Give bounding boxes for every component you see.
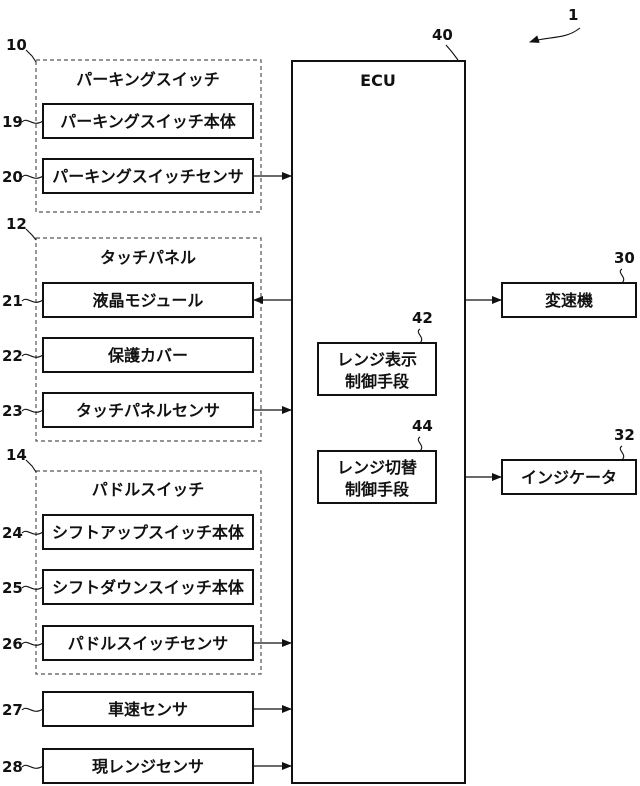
group-touch-ref: 12 [6, 215, 27, 233]
block-transmission [501, 282, 637, 318]
ref-42: 42 [412, 309, 433, 327]
block-range-display-control-line1: レンジ表示 [337, 350, 417, 369]
group-parking-leader [25, 49, 37, 63]
block-transmission-label: 変速機 [545, 291, 593, 310]
ref-22: 22 [2, 347, 23, 365]
block-parking-switch-sensor-label: パーキングスイッチセンサ [52, 167, 244, 186]
ref-28: 28 [2, 758, 23, 776]
block-shift-up-switch-body [42, 514, 254, 550]
ecu-block [291, 60, 466, 784]
block-range-display-control-line2: 制御手段 [345, 372, 410, 391]
ref-24: 24 [2, 524, 23, 542]
ref-27: 27 [2, 701, 23, 719]
block-range-switch-control [317, 450, 437, 504]
ecu-label: ECU [360, 71, 396, 90]
group-paddle-ref: 14 [6, 446, 27, 464]
ecu-ref-leader [445, 44, 459, 61]
block-touch-panel-sensor-label: タッチパネルセンサ [76, 401, 220, 420]
leader-25 [21, 585, 44, 590]
block-shift-up-switch-body-label: シフトアップスイッチ本体 [52, 523, 245, 542]
ref-21: 21 [2, 292, 23, 310]
ecu-ref: 40 [432, 26, 453, 44]
group-paddle-title: パドルスイッチ [92, 480, 204, 499]
block-lcd-module [42, 282, 254, 318]
leader-21 [21, 298, 44, 303]
ref-20: 20 [2, 168, 23, 186]
block-vehicle-speed-sensor-label: 車速センサ [108, 700, 188, 719]
block-range-display-control [317, 342, 437, 396]
ref-25: 25 [2, 579, 23, 597]
block-range-switch-control-line2: 制御手段 [345, 480, 410, 499]
leader-22 [21, 353, 44, 358]
leader-24 [21, 530, 44, 535]
leader-32 [619, 445, 625, 461]
ref-23: 23 [2, 402, 23, 420]
leader-23 [21, 408, 44, 413]
block-current-range-sensor-label: 現レンジセンサ [92, 757, 204, 776]
block-protective-cover-label: 保護カバー [107, 346, 188, 365]
leader-27 [21, 707, 44, 712]
ref-44: 44 [412, 417, 433, 435]
figure-ref-label: 1 [568, 6, 578, 24]
block-lcd-module-label: 液晶モジュール [93, 291, 204, 310]
block-range-switch-control-line1: レンジ切替 [337, 458, 417, 477]
group-parking-title: パーキングスイッチ [76, 70, 220, 89]
block-shift-down-switch-body-label: シフトダウンスイッチ本体 [52, 578, 245, 597]
group-parking-ref: 10 [6, 36, 27, 54]
group-touch-title: タッチパネル [100, 248, 196, 267]
leader-26 [21, 641, 44, 646]
ref-26: 26 [2, 635, 23, 653]
block-paddle-switch-sensor-label: パドルスイッチセンサ [68, 634, 228, 653]
leader-30 [619, 268, 625, 284]
ref-30: 30 [614, 249, 635, 267]
leader-28 [21, 764, 44, 769]
ref-32: 32 [614, 426, 635, 444]
group-paddle-switch [35, 470, 262, 675]
figure-ref-arrow [529, 27, 581, 43]
block-shift-down-switch-body [42, 569, 254, 605]
leader-44 [417, 436, 423, 452]
leader-42 [417, 328, 423, 344]
group-paddle-leader [25, 459, 37, 473]
block-parking-switch-body-label: パーキングスイッチ本体 [60, 112, 237, 131]
group-touch-panel [35, 237, 262, 442]
block-indicator [501, 459, 637, 495]
leader-19 [21, 119, 44, 124]
block-vehicle-speed-sensor [42, 691, 254, 727]
group-touch-leader [25, 228, 37, 241]
leader-20 [21, 174, 44, 179]
ref-19: 19 [2, 113, 23, 131]
group-parking-switch [35, 59, 262, 213]
block-indicator-label: インジケータ [521, 468, 617, 487]
